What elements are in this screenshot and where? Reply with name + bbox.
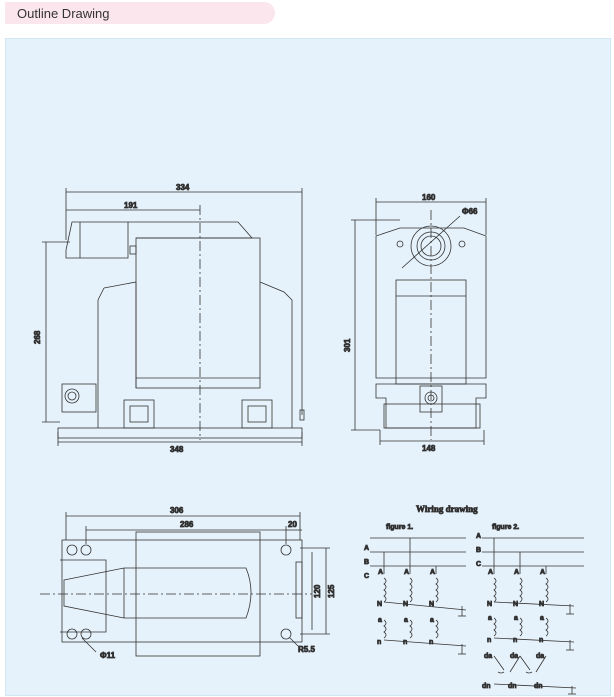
top-bushing [64, 568, 251, 618]
figure2-coils [494, 538, 576, 694]
f1-n2: n [403, 639, 407, 646]
dim-348: 348 [170, 445, 184, 454]
line-b-label-2: B [476, 547, 481, 554]
f2-da1: da [484, 653, 492, 660]
f2-A3: A [540, 569, 545, 576]
dim-hole-dia: Φ11 [100, 651, 116, 660]
wiring-title: Wiring drawing [416, 504, 478, 514]
f2-dn2: dn [508, 683, 517, 690]
dim-268: 268 [33, 330, 42, 344]
f2-da2: da [510, 653, 518, 660]
primary-bushing [66, 222, 128, 258]
figure1-label: figure 1. [386, 524, 413, 531]
dim-334: 334 [176, 183, 190, 192]
f1-N1: N [377, 601, 382, 608]
f1-a1: a [378, 617, 382, 624]
f2-dn1: dn [482, 683, 491, 690]
base-plate [58, 428, 302, 438]
f2-a1: a [488, 615, 492, 622]
dim-148: 148 [422, 444, 436, 453]
f2-N1: N [487, 601, 492, 608]
f2-N2: N [513, 601, 518, 608]
f2-da3: da [536, 653, 544, 660]
dim-160: 160 [422, 193, 436, 202]
figure1-coils [384, 538, 466, 654]
f1-n3: n [429, 639, 433, 646]
f1-n1: n [377, 639, 381, 646]
dim-301: 301 [343, 338, 352, 352]
f1-a3: a [430, 617, 434, 624]
f1-N2: N [403, 601, 408, 608]
line-c-label-1: C [364, 573, 369, 580]
line-a-label-2: A [476, 533, 481, 540]
dim-bore: Φ66 [462, 207, 478, 216]
f1-A2: A [404, 569, 409, 576]
line-c-label-2: C [476, 561, 481, 568]
figure2-label: figure 2. [492, 524, 519, 531]
f1-A1: A [378, 569, 383, 576]
dim-125: 125 [327, 584, 336, 598]
f1-N3: N [429, 601, 434, 608]
base-outline [62, 540, 302, 642]
f2-a2: a [514, 615, 518, 622]
line-a-label-1: A [364, 545, 369, 552]
dim-120: 120 [313, 584, 322, 598]
side-view: 160 Φ66 301 148 [343, 193, 486, 453]
dim-radius: R5.5 [298, 645, 315, 654]
dim-306: 306 [170, 506, 184, 515]
f2-a3: a [540, 615, 544, 622]
front-view: 334 191 268 348 [33, 183, 304, 454]
f1-a2: a [404, 617, 408, 624]
f2-dn3: dn [534, 683, 543, 690]
f1-A3: A [430, 569, 435, 576]
top-view: 306 286 20 120 125 Φ11 R5.5 [40, 506, 336, 660]
f2-n2: n [513, 637, 517, 644]
f2-A1: A [488, 569, 493, 576]
dim-286: 286 [180, 520, 194, 529]
f2-n3: n [539, 637, 543, 644]
f2-A2: A [514, 569, 519, 576]
f2-N3: N [539, 601, 544, 608]
core-body [136, 238, 260, 388]
dim-20: 20 [288, 520, 297, 529]
dim-191: 191 [124, 201, 138, 210]
wiring-drawing: Wiring drawing figure 1. figure 2. A B C… [364, 504, 584, 694]
line-b-label-1: B [364, 559, 369, 566]
f2-n1: n [487, 637, 491, 644]
